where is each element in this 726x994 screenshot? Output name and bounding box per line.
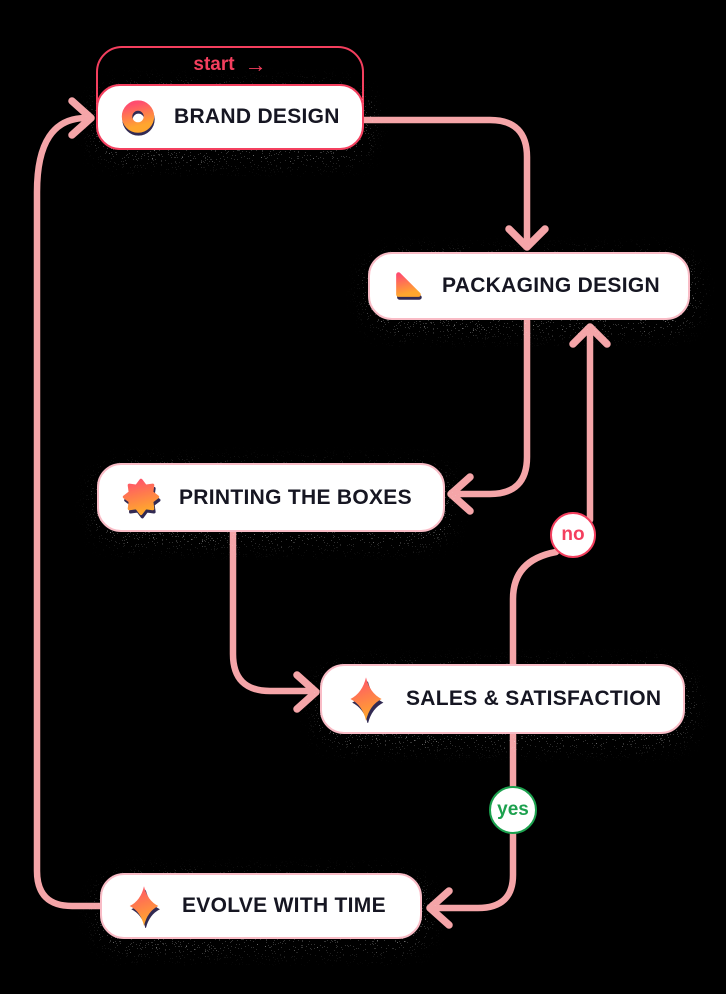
start-label: start: [193, 54, 235, 75]
decision-no-badge: no: [550, 512, 596, 558]
edge-sales-yes-to-evolve: [434, 731, 517, 912]
arrowhead-into-packaging-bottom: [569, 323, 611, 348]
sparkle-icon: [129, 886, 160, 928]
starburst-icon: [122, 478, 161, 518]
node-brand-design: BRAND DESIGN: [96, 84, 364, 150]
decision-yes-label: yes: [497, 799, 529, 820]
node-packaging-design: PACKAGING DESIGN: [368, 252, 690, 320]
node-label: BRAND DESIGN: [174, 105, 340, 128]
edge-evolve-to-brand: [33, 114, 106, 910]
node-label: PACKAGING DESIGN: [442, 274, 660, 297]
arrowhead-into-packaging-top: [505, 225, 549, 251]
arrowhead-into-evolve: [426, 887, 453, 929]
node-label: EVOLVE WITH TIME: [182, 894, 386, 917]
edge-sales-to-no: [509, 548, 560, 668]
sparkle-icon: [350, 677, 384, 723]
arrowhead-into-brand: [68, 97, 95, 139]
rounded-triangle-icon: [396, 272, 422, 300]
start-arrow-icon: →: [244, 52, 267, 77]
decision-yes-badge: yes: [489, 786, 537, 834]
edge-packaging-to-printing: [455, 317, 531, 498]
decision-no-label: no: [561, 524, 585, 545]
node-evolve-with-time: EVOLVE WITH TIME: [100, 873, 422, 939]
node-label: PRINTING THE BOXES: [179, 485, 412, 509]
edge-brand-to-packaging: [360, 116, 531, 244]
node-printing-the-boxes: PRINTING THE BOXES: [97, 463, 445, 532]
arrowhead-into-sales: [293, 671, 320, 713]
donut-icon: [121, 100, 155, 136]
start-label-row: start →: [98, 48, 362, 82]
edge-printing-to-sales: [229, 528, 313, 695]
node-label: SALES & SATISFACTION: [406, 687, 662, 710]
arrowhead-into-printing: [447, 473, 474, 515]
node-sales-satisfaction: SALES & SATISFACTION: [320, 664, 685, 734]
